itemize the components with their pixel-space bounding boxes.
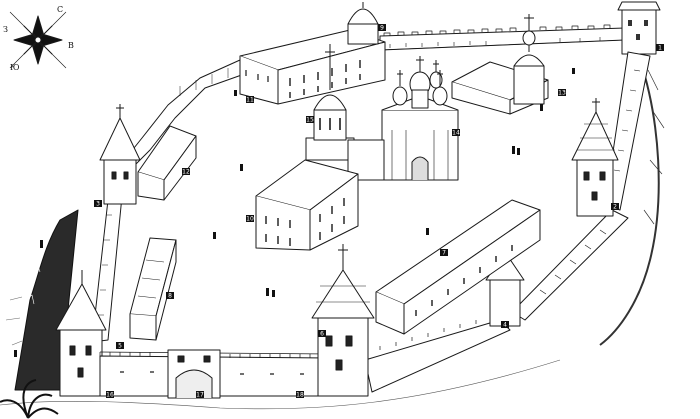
marker-7: 7 — [440, 249, 448, 257]
marker-16: 16 — [106, 391, 114, 399]
east-wall — [511, 51, 651, 321]
church-dome-north — [347, 2, 379, 45]
marker-label: 16 — [106, 392, 114, 399]
southeast-tower — [485, 240, 525, 327]
marker-label: 8 — [168, 293, 172, 300]
marker-8: 8 — [166, 292, 174, 300]
marker-label: 3 — [96, 201, 100, 208]
marker-label: 10 — [246, 216, 254, 223]
main-cathedral — [381, 56, 459, 181]
plant-illustration — [0, 379, 59, 419]
marker-label: 17 — [196, 392, 204, 399]
marker-3: 3 — [94, 200, 102, 208]
compass-rose-icon — [9, 11, 67, 69]
marker-label: 4 — [503, 322, 507, 329]
south-wall — [99, 319, 511, 397]
south-gate — [167, 349, 221, 399]
building-southwest-long — [129, 237, 177, 341]
marker-label: 5 — [118, 343, 122, 350]
marker-10: 10 — [246, 215, 254, 223]
marker-12: 12 — [182, 168, 190, 176]
northeast-tower — [617, 1, 661, 55]
marker-14: 14 — [452, 129, 460, 137]
marker-11: 11 — [246, 96, 254, 104]
marker-9: 9 — [378, 24, 386, 32]
marker-1: 1 — [656, 44, 664, 52]
marker-label: 14 — [452, 130, 460, 137]
building-west-long — [137, 125, 197, 201]
marker-label: 1 — [658, 45, 662, 52]
marker-label: 2 — [613, 204, 617, 211]
people-figures — [14, 68, 575, 357]
marker-5: 5 — [116, 342, 124, 350]
marker-label: 7 — [442, 250, 446, 257]
marker-label: 9 — [380, 25, 384, 32]
marker-15: 15 — [306, 116, 314, 124]
marker-2: 2 — [611, 203, 619, 211]
compass-north-label: С — [57, 5, 63, 14]
marker-label: 15 — [306, 117, 314, 124]
east-tower — [571, 98, 619, 217]
marker-18: 18 — [296, 391, 304, 399]
compass-east-label: В — [68, 41, 74, 50]
marker-label: 13 — [558, 90, 566, 97]
northwest-tower — [99, 104, 141, 205]
marker-6: 6 — [318, 330, 326, 338]
north-wall — [379, 24, 626, 51]
marker-label: 11 — [246, 97, 254, 104]
marker-label: 12 — [182, 169, 190, 176]
building-southeast-long — [375, 199, 541, 335]
marker-4: 4 — [501, 321, 509, 329]
building-central — [255, 159, 359, 251]
marker-label: 6 — [320, 331, 324, 338]
building-northeast — [451, 14, 549, 115]
marker-13: 13 — [558, 89, 566, 97]
marker-17: 17 — [196, 391, 204, 399]
marker-label: 18 — [296, 392, 304, 399]
compass-south-label: Ю — [10, 63, 20, 72]
southwest-tower — [55, 270, 107, 397]
south-central-tower — [311, 244, 375, 397]
compass-west-label: З — [3, 25, 8, 34]
